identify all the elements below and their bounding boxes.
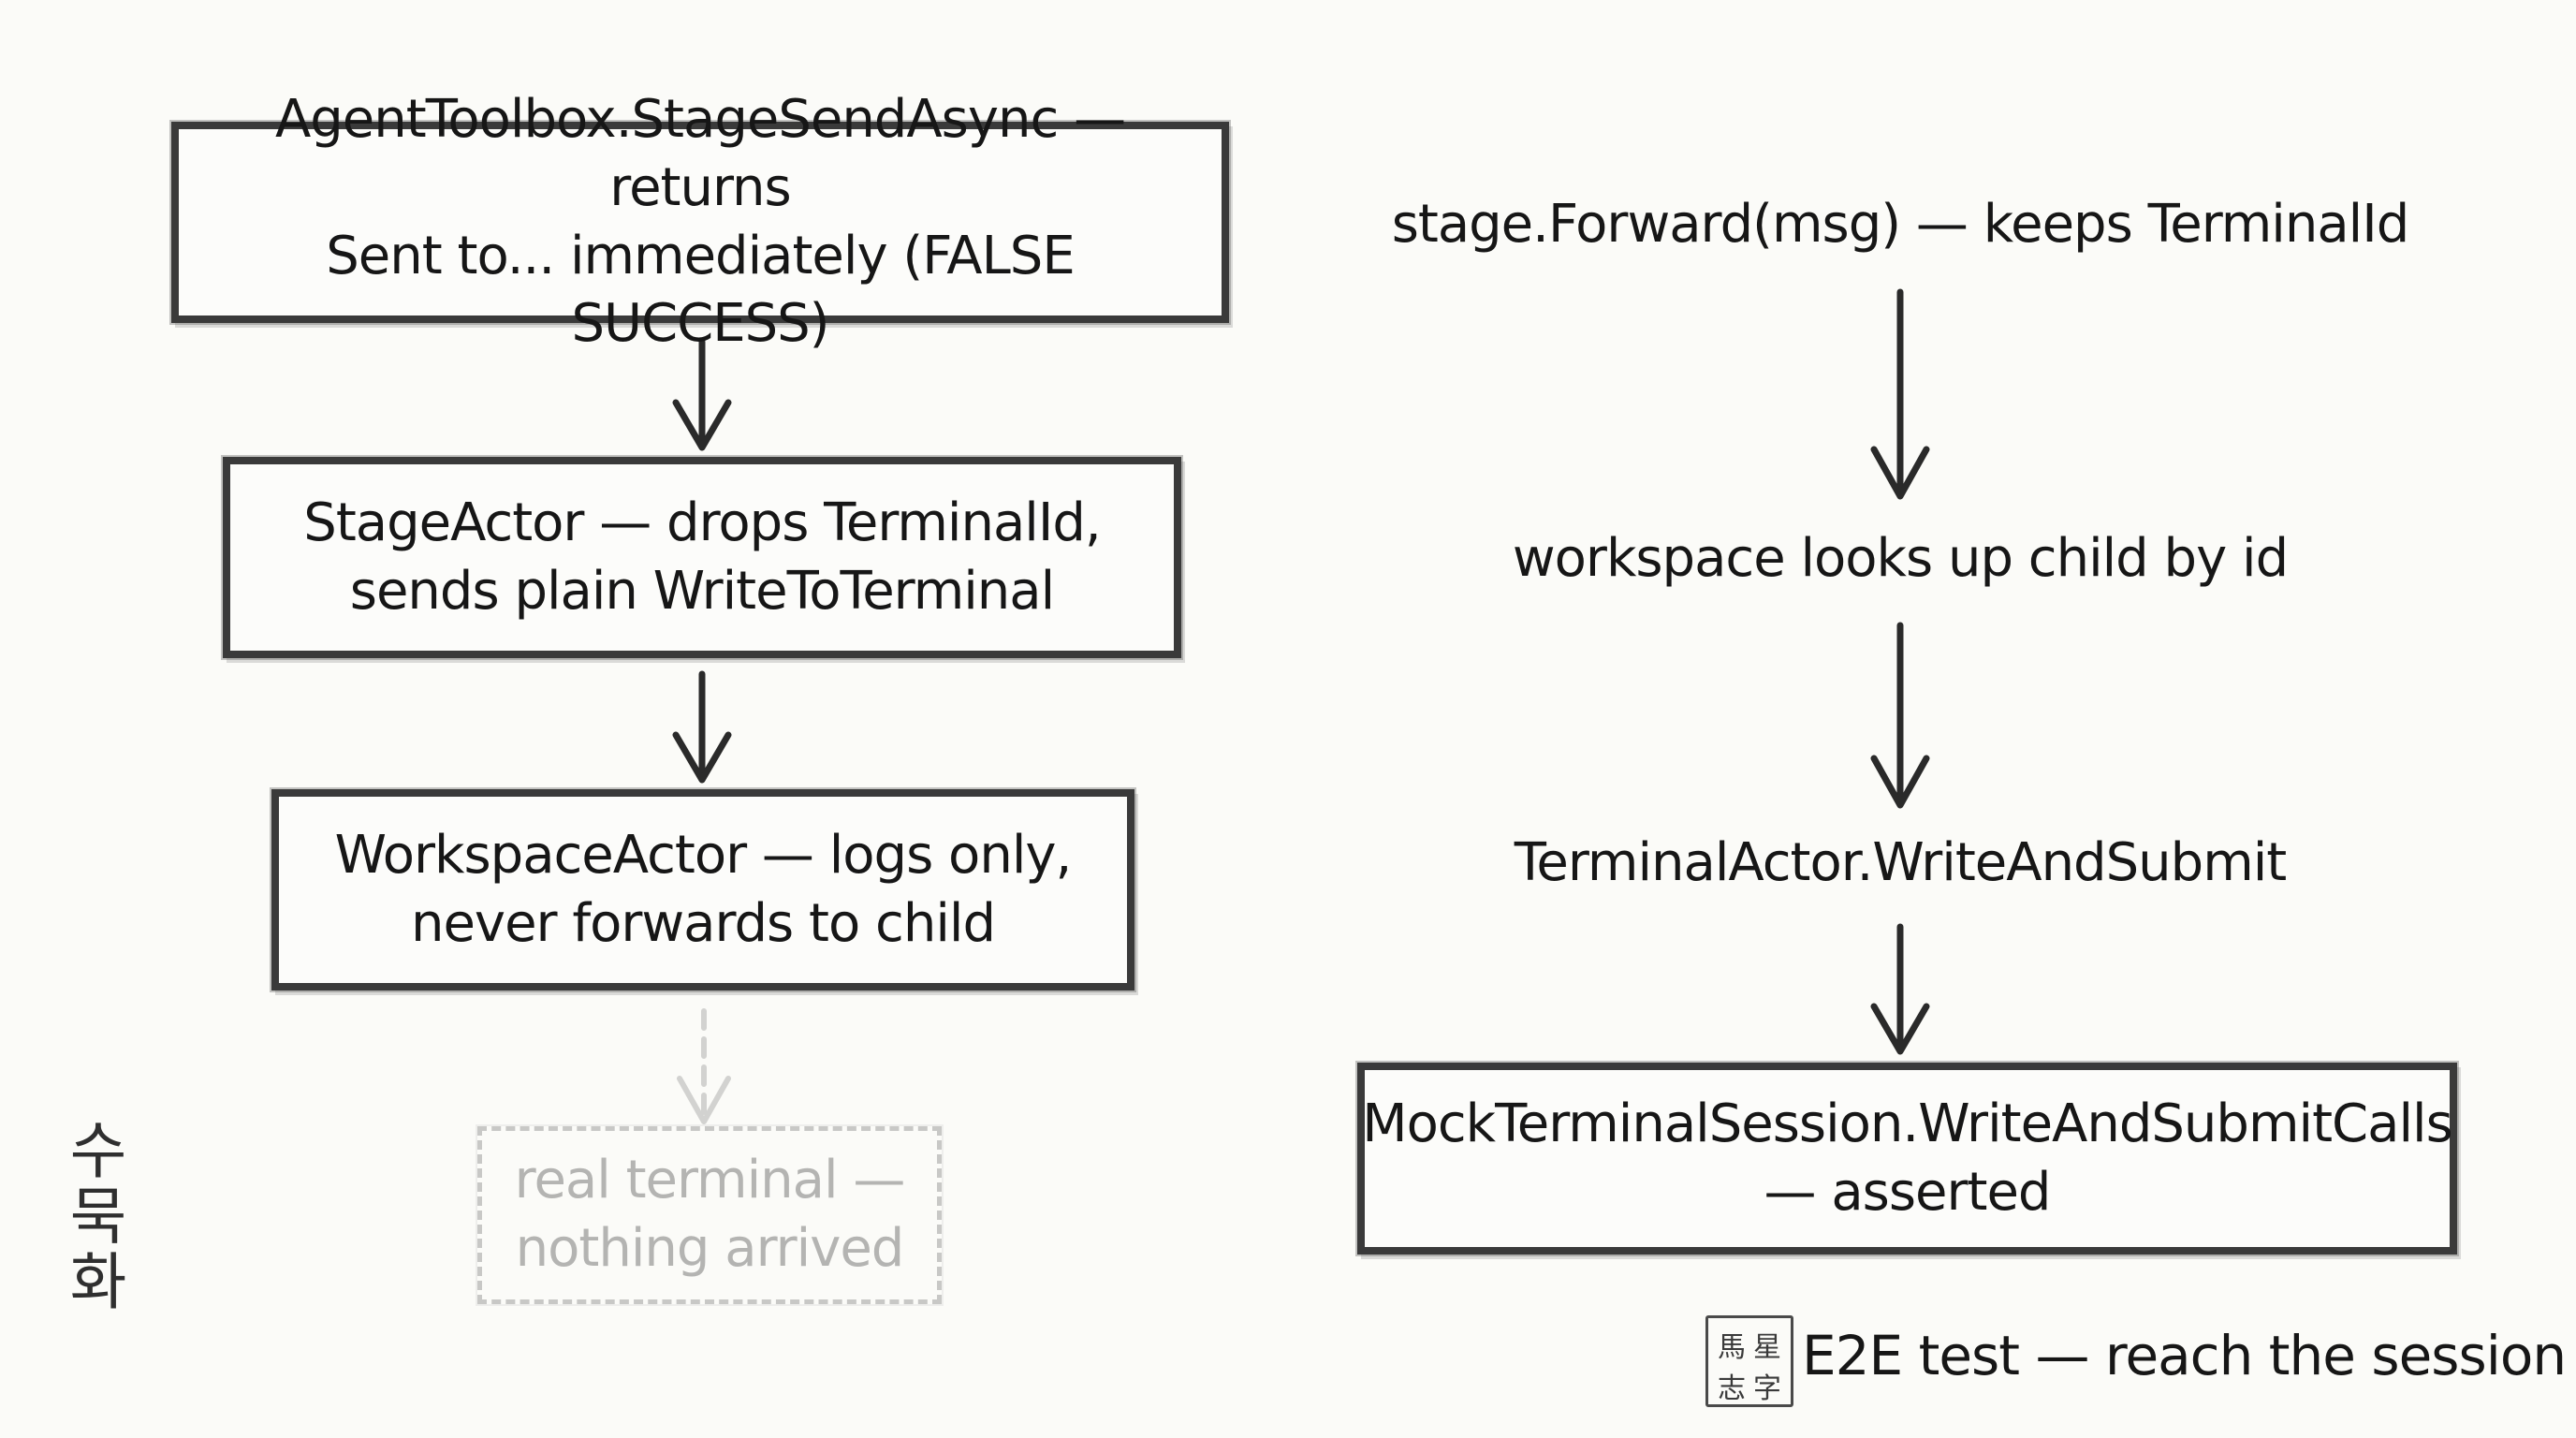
- node-real-terminal-line2: nothing arrived: [515, 1218, 905, 1279]
- step-terminal-actor: TerminalActor.WriteAndSubmit: [1514, 832, 2288, 893]
- signature-char: 묵: [69, 1180, 127, 1253]
- seal-stamp-icon: 馬 星 志 字: [1705, 1315, 1793, 1407]
- step-stage-forward: stage.Forward(msg) — keeps TerminalId: [1391, 194, 2410, 255]
- node-workspace-actor-line2: never forwards to child: [410, 892, 996, 954]
- node-real-terminal: real terminal — nothing arrived: [477, 1126, 942, 1304]
- arrow-stageactor-to-workspaceactor: [672, 670, 732, 784]
- node-agent-toolbox-line2: Sent to... immediately (FALSE SUCCESS): [326, 225, 1076, 355]
- node-workspace-actor-line1: WorkspaceActor — logs only,: [334, 824, 1073, 886]
- arrow-workspaceactor-to-real-terminal: [677, 1008, 731, 1124]
- node-mock-terminal-session: MockTerminalSession.WriteAndSubmitCalls …: [1357, 1063, 2457, 1255]
- node-stage-actor-line2: sends plain WriteToTerminal: [349, 560, 1055, 622]
- korean-signature: 수 묵 화: [56, 1119, 140, 1315]
- arrow-forward-to-lookup: [1870, 288, 1930, 500]
- node-stage-actor-line1: StageActor — drops TerminalId,: [303, 492, 1101, 553]
- arrow-toolbox-to-stageactor: [672, 338, 732, 451]
- legend-caption: E2E test — reach the session: [1802, 1324, 2567, 1387]
- node-mock-terminal-session-line2: — asserted: [1764, 1161, 2052, 1223]
- seal-char: 星: [1753, 1331, 1781, 1364]
- node-agent-toolbox-line1: AgentToolbox.StageSendAsync — returns: [274, 88, 1126, 218]
- step-workspace-lookup: workspace looks up child by id: [1512, 528, 2289, 589]
- arrow-lookup-to-terminalactor: [1870, 622, 1930, 809]
- node-agent-toolbox: AgentToolbox.StageSendAsync — returns Se…: [171, 89, 1229, 354]
- seal-char: 志: [1718, 1372, 1746, 1405]
- seal-char: 字: [1753, 1372, 1781, 1405]
- node-mock-terminal-session-line1: MockTerminalSession.WriteAndSubmitCalls: [1362, 1093, 2452, 1154]
- seal-char: 馬: [1718, 1331, 1746, 1364]
- signature-char: 수: [69, 1115, 127, 1187]
- node-real-terminal-line1: real terminal —: [514, 1150, 906, 1211]
- node-workspace-actor: WorkspaceActor — logs only, never forwar…: [271, 789, 1134, 990]
- arrow-terminalactor-to-mock: [1870, 923, 1930, 1055]
- node-stage-actor: StageActor — drops TerminalId, sends pla…: [223, 457, 1181, 658]
- signature-char: 화: [69, 1245, 127, 1318]
